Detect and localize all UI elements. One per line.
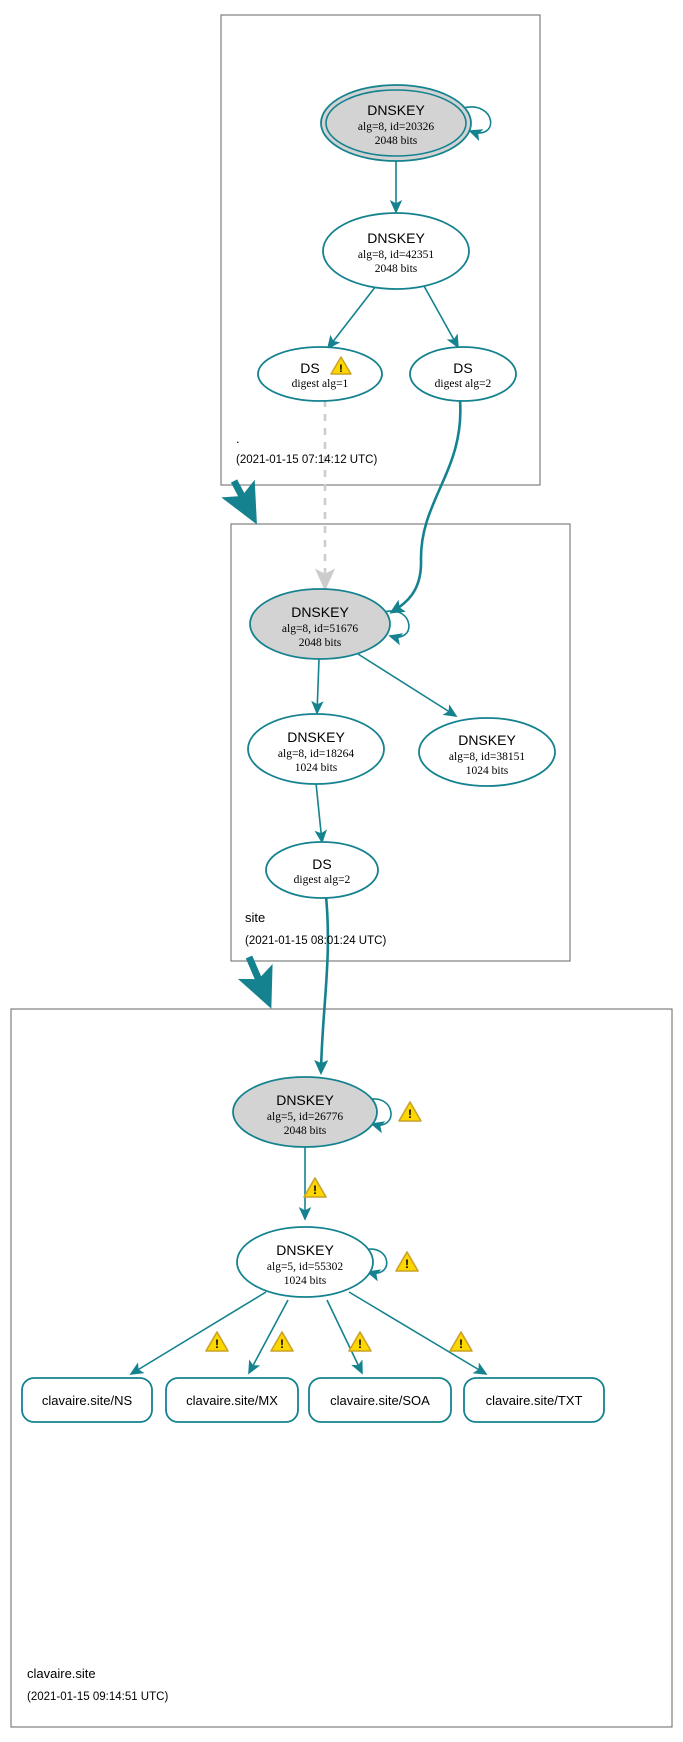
rrset-mx[interactable]: clavaire.site/MX	[165, 1377, 299, 1423]
zone-name-root: .	[236, 431, 240, 446]
warning-icon-rr-txt-edge: !	[449, 1331, 473, 1352]
zone-box-root	[220, 14, 541, 486]
edge-site-zsk-to-ds	[314, 782, 327, 844]
node-site-ksk[interactable]: DNSKEY alg=8, id=51676 2048 bits	[249, 588, 391, 660]
edge-ds2-to-site-ksk	[389, 399, 462, 614]
node-root-ksk[interactable]: DNSKEY alg=8, id=20326 2048 bits	[320, 84, 472, 162]
zone-name-site: site	[245, 910, 265, 925]
node-line2: alg=8, id=18264	[278, 748, 354, 760]
zone-box-clavaire	[10, 1008, 673, 1728]
rrset-label: clavaire.site/NS	[42, 1393, 133, 1408]
rrset-soa[interactable]: clavaire.site/SOA	[308, 1377, 452, 1423]
svg-text:!: !	[313, 1183, 317, 1197]
node-title: DNSKEY	[367, 102, 425, 118]
node-title: DS	[453, 360, 472, 376]
edge-root-ksk-self	[462, 106, 492, 141]
zone-timestamp-root: (2021-01-15 07:14:12 UTC)	[236, 454, 377, 466]
edge-root-zsk-to-ds2	[423, 285, 459, 349]
svg-text:!: !	[339, 363, 343, 375]
edge-zsk-to-rr-mx	[248, 1299, 289, 1375]
node-line2: alg=8, id=20326	[358, 121, 434, 133]
svg-text:!: !	[358, 1337, 362, 1351]
edge-site-ksk-to-zsk-a	[311, 658, 324, 715]
node-root-ds-digest2[interactable]: DS digest alg=2	[409, 346, 517, 402]
node-line3: 2048 bits	[375, 263, 418, 275]
edge-site-ds-to-clavaire-ksk	[314, 895, 330, 1076]
node-line2: alg=8, id=42351	[358, 249, 434, 261]
zone-box-site	[230, 523, 571, 962]
node-title: DNSKEY	[287, 729, 345, 745]
warning-icon-rr-ns-edge: !	[205, 1331, 229, 1352]
edge-clavaire-zsk-self	[363, 1248, 388, 1282]
warning-icon-ksk-to-zsk-edge: !	[303, 1177, 327, 1198]
edge-root-zsk-to-ds1	[326, 285, 377, 350]
node-line3: 2048 bits	[299, 637, 342, 649]
warning-icon: !	[330, 356, 352, 375]
node-title: DNSKEY	[367, 230, 425, 246]
node-line3: 2048 bits	[375, 135, 418, 147]
node-line2: digest alg=2	[435, 378, 492, 390]
zone-name-clavaire: clavaire.site	[27, 1666, 96, 1681]
delegation-arrow-site-clavaire	[237, 955, 273, 1009]
svg-text:!: !	[405, 1257, 409, 1271]
node-root-ds-digest1[interactable]: DS digest alg=1 !	[257, 346, 383, 402]
rrset-label: clavaire.site/MX	[186, 1393, 278, 1408]
node-site-ds-digest2[interactable]: DS digest alg=2	[265, 841, 379, 899]
node-title: DNSKEY	[458, 732, 516, 748]
edge-clavaire-ksk-self	[366, 1098, 392, 1134]
rrset-label: clavaire.site/TXT	[486, 1393, 583, 1408]
node-title: DS	[300, 360, 319, 376]
node-line2: alg=5, id=26776	[267, 1111, 343, 1123]
edge-site-ksk-to-zsk-b	[357, 653, 458, 717]
rrset-txt[interactable]: clavaire.site/TXT	[463, 1377, 605, 1423]
rrset-ns[interactable]: clavaire.site/NS	[21, 1377, 153, 1423]
node-clavaire-zsk[interactable]: DNSKEY alg=5, id=55302 1024 bits	[236, 1226, 374, 1298]
svg-text:!: !	[215, 1337, 219, 1351]
warning-icon-clavaire-ksk: !	[398, 1101, 422, 1122]
edge-zsk-to-rr-soa	[326, 1299, 363, 1375]
node-line2: alg=8, id=38151	[449, 751, 525, 763]
node-title: DNSKEY	[276, 1092, 334, 1108]
node-line2: alg=5, id=55302	[267, 1261, 343, 1273]
node-title: DNSKEY	[291, 604, 349, 620]
edge-zsk-to-rr-txt	[348, 1291, 488, 1375]
node-clavaire-ksk[interactable]: DNSKEY alg=5, id=26776 2048 bits	[232, 1076, 378, 1148]
node-root-zsk[interactable]: DNSKEY alg=8, id=42351 2048 bits	[322, 212, 470, 290]
rrset-label: clavaire.site/SOA	[330, 1393, 430, 1408]
svg-text:!: !	[408, 1107, 412, 1121]
node-line2: alg=8, id=51676	[282, 623, 358, 635]
svg-text:!: !	[459, 1337, 463, 1351]
node-title: DS	[312, 856, 331, 872]
node-site-zsk-18264[interactable]: DNSKEY alg=8, id=18264 1024 bits	[247, 713, 385, 785]
warning-icon-rr-mx-edge: !	[270, 1331, 294, 1352]
warning-icon-clavaire-zsk: !	[395, 1251, 419, 1272]
node-line3: 1024 bits	[295, 762, 338, 774]
node-line3: 2048 bits	[284, 1125, 327, 1137]
edge-zsk-to-rr-ns	[129, 1291, 267, 1375]
node-title: DNSKEY	[276, 1242, 334, 1258]
svg-text:!: !	[280, 1337, 284, 1351]
warning-icon-rr-soa-edge: !	[348, 1331, 372, 1352]
node-line3: 1024 bits	[284, 1275, 327, 1287]
node-line3: 1024 bits	[466, 765, 509, 777]
zone-timestamp-clavaire: (2021-01-15 09:14:51 UTC)	[27, 1691, 168, 1703]
delegation-arrow-root-site	[221, 479, 257, 525]
edge-site-ksk-self	[383, 610, 410, 646]
node-line2: digest alg=2	[294, 874, 351, 886]
node-line2: digest alg=1	[292, 378, 349, 390]
node-site-zsk-38151[interactable]: DNSKEY alg=8, id=38151 1024 bits	[418, 717, 556, 787]
zone-timestamp-site: (2021-01-15 08:01:24 UTC)	[245, 935, 386, 947]
